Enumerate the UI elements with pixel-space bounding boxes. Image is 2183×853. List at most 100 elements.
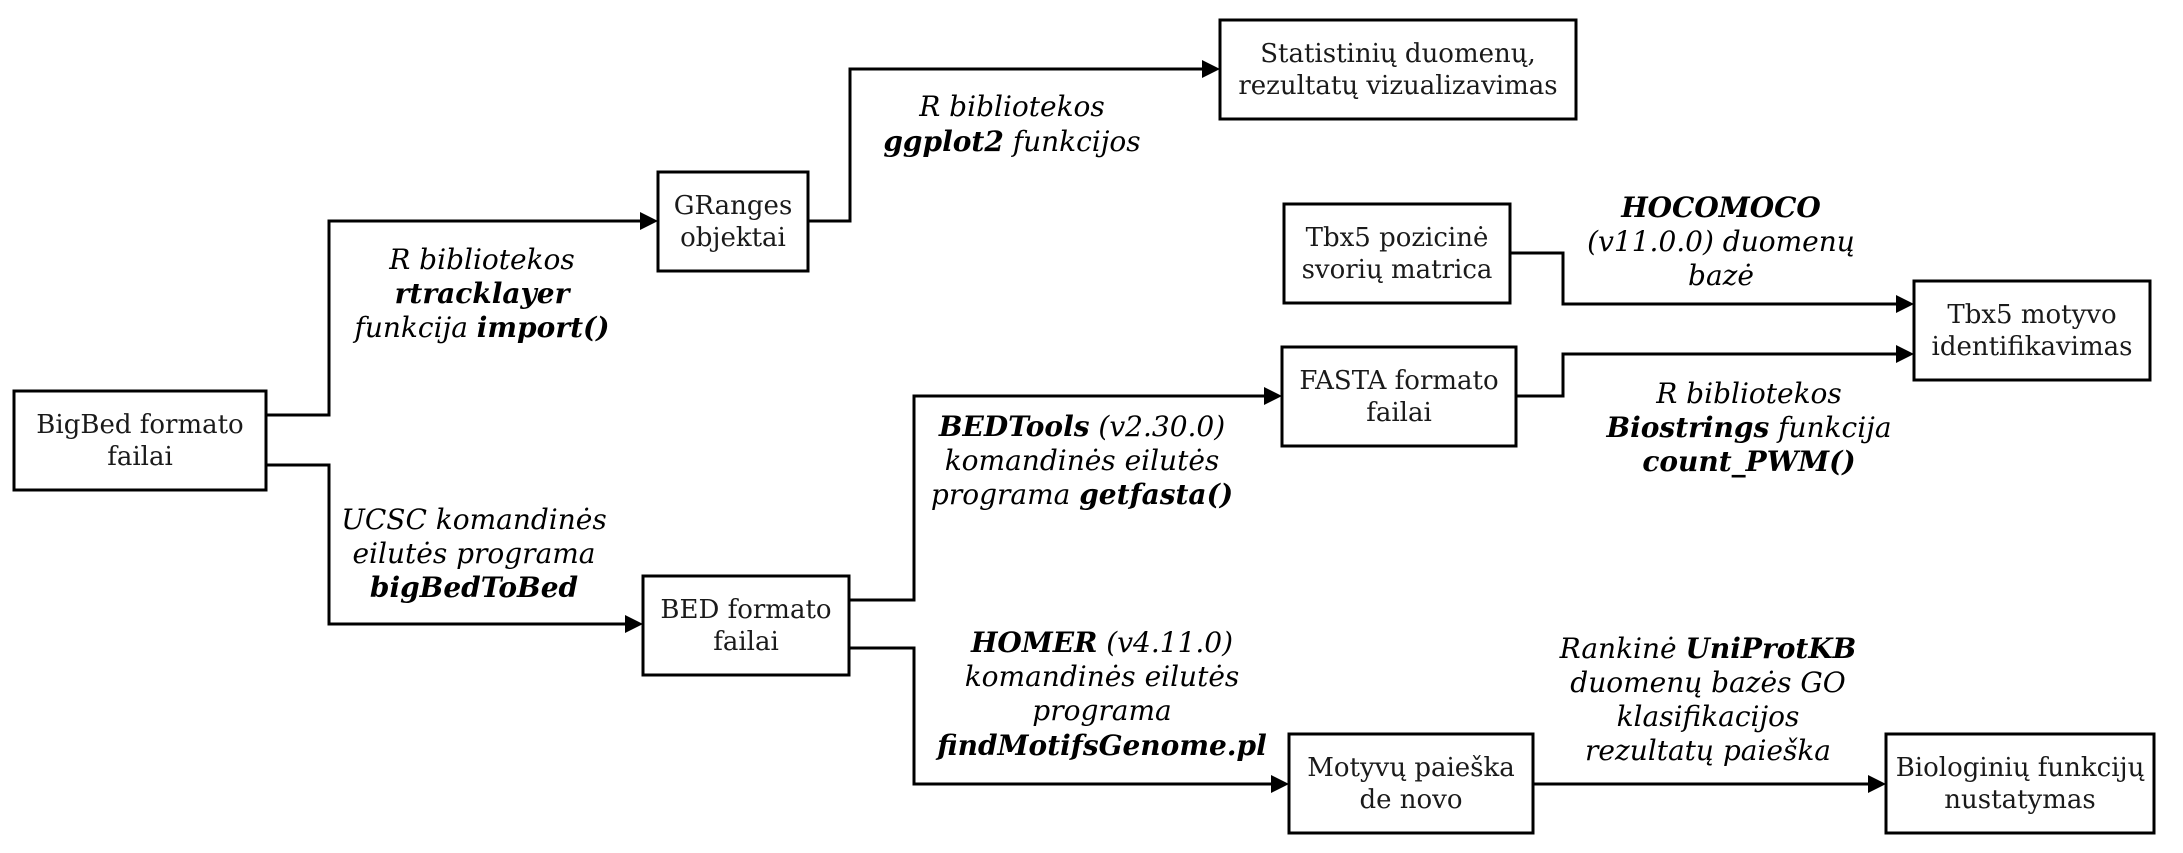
label-bedtools-line1b: (v2.30.0) (1090, 410, 1226, 443)
svg-text:klasifikacijos: klasifikacijos (1617, 700, 1800, 733)
svg-text:programa getfasta(): programa getfasta() (931, 478, 1233, 511)
label-rtracklayer-line3a: funkcija (352, 311, 476, 344)
svg-text:programa: programa (1032, 694, 1171, 727)
label-uniprot: Rankinė UniProtKB duomenų bazės GO klasi… (1559, 632, 1857, 767)
label-bedtools-line1a: BEDTools (938, 410, 1090, 443)
svg-text:rtracklayer: rtracklayer (395, 277, 572, 310)
node-fasta-line2: failai (1366, 398, 1432, 428)
label-ucsc-line3: bigBedToBed (370, 571, 578, 604)
node-stats-line1: Statistinių duomenų, (1260, 39, 1536, 69)
svg-text:HOMER (v4.11.0): HOMER (v4.11.0) (970, 626, 1233, 659)
label-biostrings-line1: R bibliotekos (1655, 377, 1842, 410)
svg-text:R bibliotekos: R bibliotekos (388, 243, 575, 276)
label-hocomoco-line1: HOCOMOCO (1620, 191, 1821, 224)
node-tbx5-line1: Tbx5 motyvo (1947, 300, 2116, 330)
svg-text:HOCOMOCO: HOCOMOCO (1620, 191, 1821, 224)
label-rtracklayer-line1: R bibliotekos (388, 243, 575, 276)
svg-text:duomenų bazės GO: duomenų bazės GO (1570, 666, 1845, 699)
node-bed-line1: BED formato (660, 595, 831, 625)
node-bigbed: BigBed formato failai (12, 389, 268, 492)
node-fasta: FASTA formato failai (1280, 345, 1518, 448)
label-ucsc-line2: eilutės programa (352, 537, 595, 570)
svg-text:komandinės eilutės: komandinės eilutės (965, 660, 1240, 693)
svg-text:Biostrings funkcija: Biostrings funkcija (1605, 411, 1891, 444)
svg-text:UCSC komandinės: UCSC komandinės (341, 503, 606, 536)
node-motifs-line2: de novo (1359, 785, 1462, 815)
label-uniprot-line3: klasifikacijos (1617, 700, 1800, 733)
node-bigbed-line2: failai (107, 442, 173, 472)
edge-bigbed-granges (266, 212, 658, 417)
node-bigbed-line1: BigBed formato (36, 410, 243, 440)
node-fasta-line1: FASTA formato (1299, 366, 1498, 396)
label-ggplot-line1: R bibliotekos (918, 90, 1105, 123)
label-bedtools-line3b: getfasta() (1079, 478, 1233, 511)
label-bedtools: BEDTools (v2.30.0) komandinės eilutės pr… (931, 410, 1233, 511)
svg-text:funkcija import(): funkcija import() (352, 311, 609, 344)
label-homer-line4: findMotifsGenome.pl (935, 729, 1267, 762)
edge-motifs-bio (1533, 775, 1886, 793)
node-pwm: Tbx5 pozicinė svorių matrica (1282, 202, 1512, 305)
svg-text:ggplot2 funkcijos: ggplot2 funkcijos (883, 125, 1140, 158)
label-uniprot-line2: duomenų bazės GO (1570, 666, 1845, 699)
node-bed: BED formato failai (641, 574, 851, 677)
label-rtracklayer: R bibliotekos rtracklayer funkcija impor… (352, 243, 609, 344)
label-bedtools-line3a: programa (931, 478, 1079, 511)
label-ucsc: UCSC komandinės eilutės programa bigBedT… (341, 503, 606, 604)
label-rtracklayer-line2: rtracklayer (395, 277, 572, 310)
label-homer-line1b: (v4.11.0) (1097, 626, 1233, 659)
node-stats: Statistinių duomenų, rezultatų vizualiza… (1218, 18, 1578, 121)
edge-bed-motifs (849, 646, 1289, 793)
edge-fasta-tbx5 (1516, 345, 1914, 398)
edge-granges-stats (808, 60, 1220, 223)
node-motifs-line1: Motyvų paieška (1307, 753, 1515, 783)
node-bio-line1: Biologinių funkcijų (1896, 753, 2145, 783)
edge-bigbed-bed (266, 463, 643, 633)
label-homer: HOMER (v4.11.0) komandinės eilutės progr… (935, 626, 1267, 762)
label-hocomoco-line3: bazė (1688, 259, 1754, 292)
node-bio: Biologinių funkcijų nustatymas (1884, 732, 2156, 835)
node-pwm-line1: Tbx5 pozicinė (1306, 223, 1489, 253)
svg-text:rezultatų paieška: rezultatų paieška (1585, 734, 1831, 767)
label-biostrings-line2b: funkcija (1769, 411, 1891, 444)
label-homer-line2: komandinės eilutės (965, 660, 1240, 693)
label-uniprot-line1b: UniProtKB (1686, 632, 1857, 665)
edges (266, 60, 1914, 793)
svg-text:findMotifsGenome.pl: findMotifsGenome.pl (935, 729, 1267, 762)
label-uniprot-line1a: Rankinė (1559, 632, 1686, 665)
node-motifs: Motyvų paieška de novo (1287, 732, 1535, 835)
label-homer-line3: programa (1032, 694, 1171, 727)
label-rtracklayer-line3b: import() (477, 311, 610, 344)
label-hocomoco: HOCOMOCO (v11.0.0) duomenų bazė (1587, 191, 1855, 292)
svg-text:bigBedToBed: bigBedToBed (370, 571, 578, 604)
label-biostrings: R bibliotekos Biostrings funkcija count_… (1605, 377, 1891, 478)
svg-text:count_PWM(): count_PWM() (1642, 445, 1855, 478)
svg-text:R bibliotekos: R bibliotekos (1655, 377, 1842, 410)
svg-text:bazė: bazė (1688, 259, 1754, 292)
svg-text:(v11.0.0) duomenų: (v11.0.0) duomenų (1587, 225, 1855, 258)
label-ucsc-line1: UCSC komandinės (341, 503, 606, 536)
svg-text:BEDTools (v2.30.0): BEDTools (v2.30.0) (938, 410, 1225, 443)
node-granges-line1: GRanges (674, 191, 793, 221)
node-granges-line2: objektai (680, 223, 786, 253)
node-bed-line2: failai (713, 627, 779, 657)
label-homer-line1a: HOMER (970, 626, 1097, 659)
node-pwm-line2: svorių matrica (1302, 255, 1493, 285)
edge-bed-fasta (849, 387, 1282, 602)
label-ggplot-line2a: ggplot2 (883, 125, 1003, 158)
node-bio-line2: nustatymas (1944, 785, 2095, 815)
label-biostrings-line3: count_PWM() (1642, 445, 1855, 478)
label-biostrings-line2a: Biostrings (1605, 411, 1769, 444)
label-bedtools-line2: komandinės eilutės (945, 444, 1220, 477)
node-granges: GRanges objektai (656, 170, 810, 273)
node-stats-line2: rezultatų vizualizavimas (1238, 71, 1557, 101)
edge-pwm-tbx5 (1510, 251, 1914, 313)
label-uniprot-line4: rezultatų paieška (1585, 734, 1831, 767)
label-ggplot-line2b: funkcijos (1004, 125, 1141, 158)
svg-text:R bibliotekos: R bibliotekos (918, 90, 1105, 123)
node-tbx5-line2: identifikavimas (1932, 332, 2133, 362)
label-ggplot: R bibliotekos ggplot2 funkcijos (883, 90, 1140, 158)
svg-text:Rankinė UniProtKB: Rankinė UniProtKB (1559, 632, 1857, 665)
svg-text:komandinės eilutės: komandinės eilutės (945, 444, 1220, 477)
node-tbx5: Tbx5 motyvo identifikavimas (1912, 279, 2152, 382)
